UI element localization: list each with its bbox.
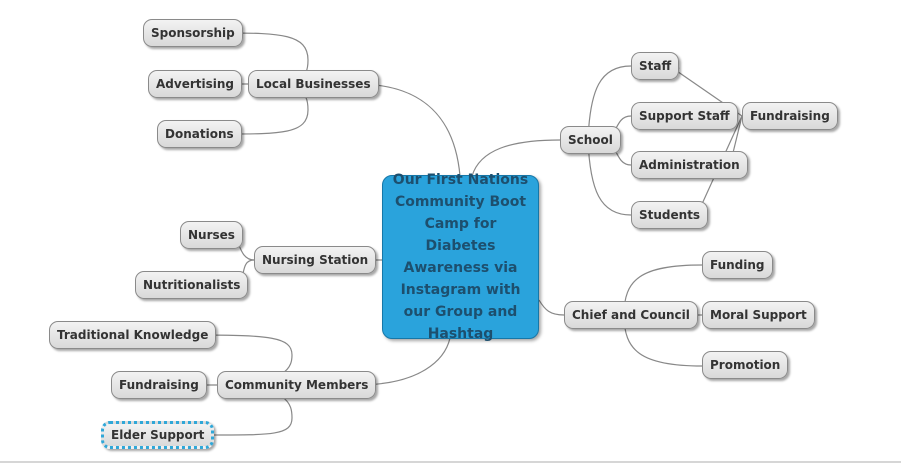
node-nursing-station[interactable]: Nursing Station xyxy=(254,246,377,274)
link-central-chief-and-council xyxy=(538,299,565,316)
link-central-school xyxy=(471,139,561,177)
node-funding[interactable]: Funding xyxy=(702,251,773,279)
node-chief-and-council[interactable]: Chief and Council xyxy=(564,301,698,329)
node-nutritionalists[interactable]: Nutritionalists xyxy=(135,271,249,299)
central-topic[interactable]: Our First Nations Community Boot Camp fo… xyxy=(382,172,539,342)
node-staff[interactable]: Staff xyxy=(631,52,680,80)
node-school[interactable]: School xyxy=(560,126,621,154)
node-students[interactable]: Students xyxy=(631,201,709,229)
node-sponsorship[interactable]: Sponsorship xyxy=(143,19,243,47)
node-donations[interactable]: Donations xyxy=(157,120,242,148)
node-moral-support[interactable]: Moral Support xyxy=(702,301,815,329)
node-traditional-knowledge[interactable]: Traditional Knowledge xyxy=(49,321,217,349)
node-community-members[interactable]: Community Members xyxy=(217,371,377,399)
node-administration[interactable]: Administration xyxy=(631,151,748,179)
node-fundraising-community[interactable]: Fundraising xyxy=(111,371,207,399)
canvas-bottom-border xyxy=(0,461,901,463)
node-nurses[interactable]: Nurses xyxy=(180,221,243,249)
node-promotion[interactable]: Promotion xyxy=(702,351,789,379)
link-school-students xyxy=(587,139,632,216)
link-central-local-businesses xyxy=(356,83,461,177)
link-school-staff xyxy=(587,65,632,141)
node-fundraising-floating[interactable]: Fundraising xyxy=(742,102,838,130)
node-elder-support[interactable]: Elder Support xyxy=(101,421,215,449)
node-local-businesses[interactable]: Local Businesses xyxy=(248,70,379,98)
node-advertising[interactable]: Advertising xyxy=(148,70,242,98)
node-support-staff[interactable]: Support Staff xyxy=(631,102,738,130)
